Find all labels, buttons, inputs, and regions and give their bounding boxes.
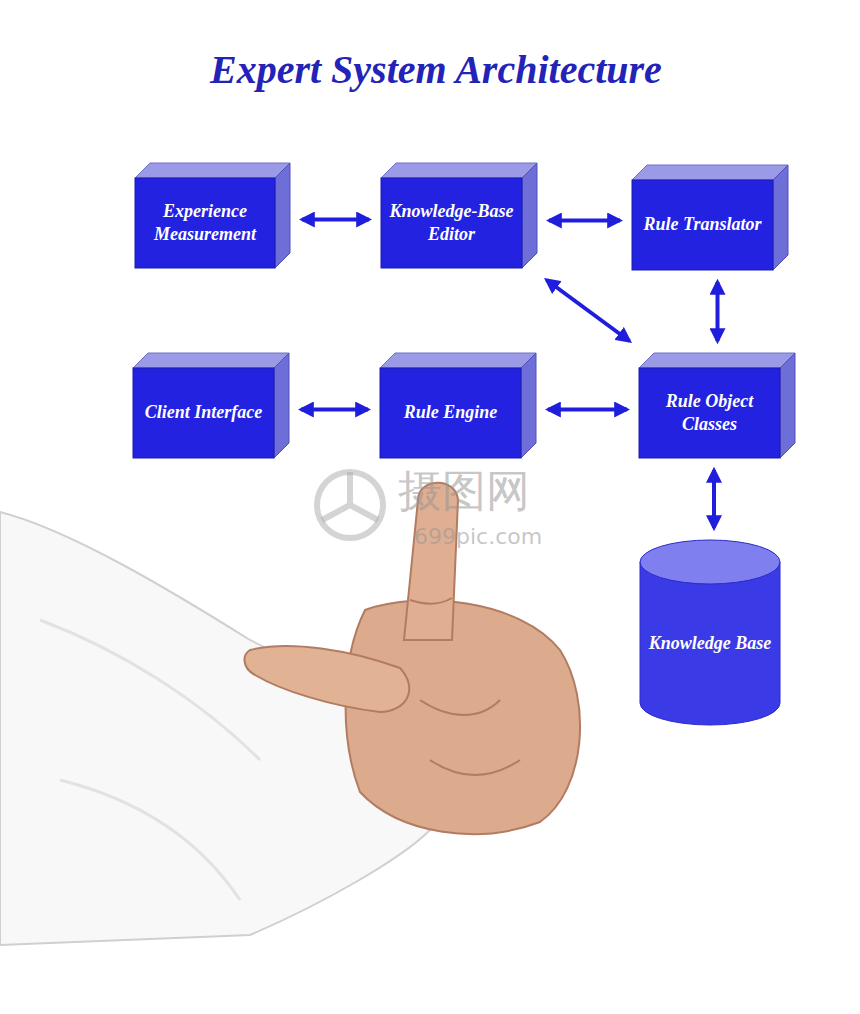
box-outline bbox=[640, 540, 780, 725]
box-label: Client Interface bbox=[145, 401, 263, 424]
box-front-face bbox=[381, 178, 522, 268]
hand-fist bbox=[346, 600, 580, 834]
box-face: Knowledge-Base Editor bbox=[381, 178, 522, 268]
sleeve-fold bbox=[40, 620, 260, 900]
box-face: Experience Measurement bbox=[135, 178, 275, 268]
box-label: Rule Engine bbox=[404, 401, 498, 424]
box-side-face bbox=[522, 163, 537, 268]
watermark-text: 699pic.com bbox=[414, 524, 542, 549]
component-box: Rule Translator bbox=[632, 165, 788, 270]
box-label: Knowledge-Base Editor bbox=[389, 200, 514, 247]
double-arrow bbox=[549, 219, 620, 223]
double-arrow bbox=[302, 218, 369, 222]
database-cylinder: Knowledge Base bbox=[640, 540, 780, 725]
box-face: Rule Object Classes bbox=[639, 368, 780, 458]
box-face: Rule Translator bbox=[632, 180, 773, 270]
box-side-face bbox=[773, 165, 788, 270]
box-top-face bbox=[632, 165, 788, 180]
box-top-face bbox=[135, 163, 290, 178]
cylinder-top bbox=[640, 540, 780, 584]
box-front-face bbox=[380, 368, 521, 458]
double-arrow bbox=[548, 408, 627, 412]
component-box: Client Interface bbox=[133, 353, 289, 458]
box-top-face bbox=[639, 353, 795, 368]
box-label: Rule Translator bbox=[644, 213, 762, 236]
box-front-face bbox=[639, 368, 780, 458]
cylinder-body bbox=[640, 562, 780, 725]
box-label: Rule Object Classes bbox=[647, 390, 772, 437]
box-top-face bbox=[381, 163, 537, 178]
box-top-face bbox=[380, 353, 536, 368]
double-arrow bbox=[547, 280, 630, 341]
box-side-face bbox=[275, 163, 290, 268]
finger-creases bbox=[410, 598, 520, 775]
double-arrow bbox=[301, 408, 368, 412]
watermark-logo bbox=[317, 472, 383, 538]
box-label: Knowledge Base bbox=[649, 632, 772, 655]
hand-thumb bbox=[245, 646, 410, 712]
double-arrow bbox=[712, 470, 716, 528]
diagram-title: Expert System Architecture bbox=[210, 46, 662, 93]
box-front-face bbox=[133, 368, 274, 458]
component-box: Rule Object Classes bbox=[639, 353, 795, 458]
double-arrow bbox=[716, 282, 720, 341]
box-side-face bbox=[274, 353, 289, 458]
box-front-face bbox=[135, 178, 275, 268]
box-side-face bbox=[521, 353, 536, 458]
box-face: Knowledge Base bbox=[640, 584, 780, 703]
component-box: Knowledge-Base Editor bbox=[381, 163, 537, 268]
box-side-face bbox=[780, 353, 795, 458]
component-box: Experience Measurement bbox=[135, 163, 290, 268]
box-front-face bbox=[632, 180, 773, 270]
box-top-face bbox=[133, 353, 289, 368]
box-label: Experience Measurement bbox=[143, 200, 267, 247]
box-face: Client Interface bbox=[133, 368, 274, 458]
watermark-text: 摄图网 bbox=[398, 462, 530, 521]
component-box: Rule Engine bbox=[380, 353, 536, 458]
box-face: Rule Engine bbox=[380, 368, 521, 458]
